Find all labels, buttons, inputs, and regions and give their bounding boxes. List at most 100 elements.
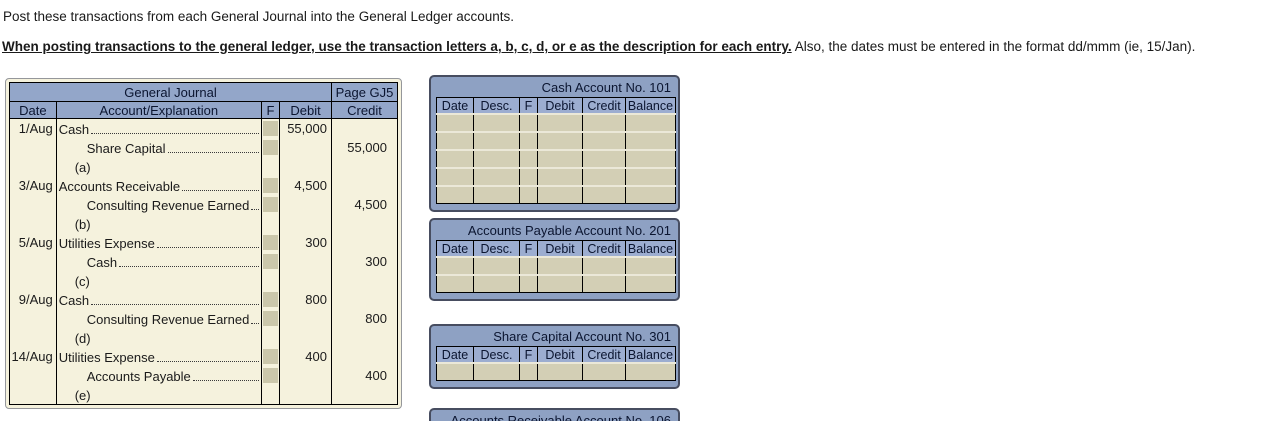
dotted-leader	[119, 266, 259, 267]
ledger-column-header: Balance	[625, 240, 676, 258]
journal-date-cell	[9, 195, 57, 214]
ledger-cell[interactable]	[625, 131, 676, 150]
ledger-cell[interactable]	[582, 185, 626, 204]
journal-date-cell	[9, 366, 57, 385]
posting-reference-box	[263, 254, 279, 269]
ledger-cell[interactable]	[436, 131, 474, 150]
journal-date-cell	[9, 157, 57, 176]
ledger-cell[interactable]	[582, 167, 626, 186]
ledger-cell[interactable]	[436, 167, 474, 186]
journal-folio-cell	[260, 138, 281, 157]
ledger-cell[interactable]	[537, 256, 583, 275]
journal-folio-cell	[260, 176, 281, 195]
posting-reference-box	[263, 140, 279, 155]
ledger-column-header: Desc.	[473, 346, 520, 364]
ledger-cell[interactable]	[625, 167, 676, 186]
ledger-title: Accounts Payable Account No. 201	[467, 223, 671, 238]
journal-folio-cell	[260, 214, 281, 233]
ledger-cell[interactable]	[625, 256, 676, 275]
journal-account-cell: Cash	[55, 290, 262, 309]
journal-folio-cell	[260, 366, 281, 385]
journal-account-text: (d)	[74, 331, 91, 346]
ledger-cell[interactable]	[537, 274, 583, 293]
journal-account-cell: (a)	[55, 157, 262, 176]
journal-account-cell: (c)	[55, 271, 262, 290]
ledger-cell[interactable]	[473, 256, 520, 275]
ledger-cell[interactable]	[582, 256, 626, 275]
journal-account-text: Cash	[58, 122, 90, 137]
ledger-cell[interactable]	[436, 274, 474, 293]
ledger-cell[interactable]	[436, 362, 474, 381]
ledger-cell[interactable]	[473, 167, 520, 186]
journal-row: (b)	[9, 214, 399, 233]
ledger-column-header: Debit	[537, 346, 583, 364]
ledger-cell[interactable]	[519, 256, 538, 275]
ledger-cell[interactable]	[519, 185, 538, 204]
journal-account-text: (a)	[74, 160, 91, 175]
journal-folio-cell	[260, 328, 281, 347]
dotted-leader	[91, 304, 259, 305]
ledger-cell[interactable]	[537, 131, 583, 150]
ledger-cell[interactable]	[473, 274, 520, 293]
ledger-cell[interactable]	[537, 362, 583, 381]
ledger-cell[interactable]	[519, 274, 538, 293]
ledger-title: Accounts Receivable Account No. 106	[450, 413, 671, 421]
ledger-cell[interactable]	[436, 113, 474, 132]
journal-col-credit: Credit	[330, 101, 399, 119]
journal-credit-cell: 800	[330, 309, 399, 328]
dotted-leader	[91, 133, 259, 134]
ledger-cell[interactable]	[537, 185, 583, 204]
ledger-cell[interactable]	[473, 185, 520, 204]
ledger-column-header: Date	[436, 97, 474, 115]
general-journal-table: General Journal Page GJ5 Date Account/Ex…	[5, 78, 402, 409]
journal-credit-cell: 300	[330, 252, 399, 271]
ledger-cell[interactable]	[625, 274, 676, 293]
ledger-cell[interactable]	[537, 113, 583, 132]
journal-row: (d)	[9, 328, 399, 347]
ledger-cell[interactable]	[519, 149, 538, 168]
ledger-cell[interactable]	[436, 185, 474, 204]
ledger-cell[interactable]	[519, 131, 538, 150]
ledger-cell[interactable]	[473, 149, 520, 168]
ledger-cell[interactable]	[625, 149, 676, 168]
ledger-cell[interactable]	[582, 113, 626, 132]
ledger-cell[interactable]	[537, 149, 583, 168]
ledger-cell[interactable]	[582, 362, 626, 381]
ledger-cell[interactable]	[625, 362, 676, 381]
ledger-cell[interactable]	[625, 185, 676, 204]
ledger-column-header: Credit	[582, 240, 626, 258]
journal-account-cell: Utilities Expense	[55, 233, 262, 252]
ledger-cell[interactable]	[582, 131, 626, 150]
journal-debit-cell	[279, 252, 332, 271]
dotted-leader	[156, 247, 259, 248]
ledger-cell[interactable]	[436, 256, 474, 275]
journal-credit-cell	[330, 157, 399, 176]
ledger-cell[interactable]	[473, 362, 520, 381]
journal-row: (e)	[9, 385, 399, 405]
journal-debit-cell	[279, 385, 332, 405]
posting-reference-box	[263, 178, 279, 193]
ledger-cell[interactable]	[473, 113, 520, 132]
ledger-cell[interactable]	[582, 149, 626, 168]
journal-debit-cell: 4,500	[279, 176, 332, 195]
ledger-column-header: Debit	[537, 97, 583, 115]
ledger-cell[interactable]	[436, 149, 474, 168]
ledger-cell[interactable]	[519, 113, 538, 132]
journal-folio-cell	[260, 385, 281, 405]
journal-row: (a)	[9, 157, 399, 176]
ledger-cell[interactable]	[519, 362, 538, 381]
journal-date-cell	[9, 385, 57, 405]
journal-account-text: Utilities Expense	[58, 236, 155, 251]
ledger-cell[interactable]	[582, 274, 626, 293]
ledger-cell[interactable]	[519, 167, 538, 186]
ledger-cell[interactable]	[537, 167, 583, 186]
journal-account-cell: Consulting Revenue Earned	[55, 195, 262, 214]
journal-folio-cell	[260, 347, 281, 366]
ledger-cell[interactable]	[625, 113, 676, 132]
ledger-cell[interactable]	[473, 131, 520, 150]
